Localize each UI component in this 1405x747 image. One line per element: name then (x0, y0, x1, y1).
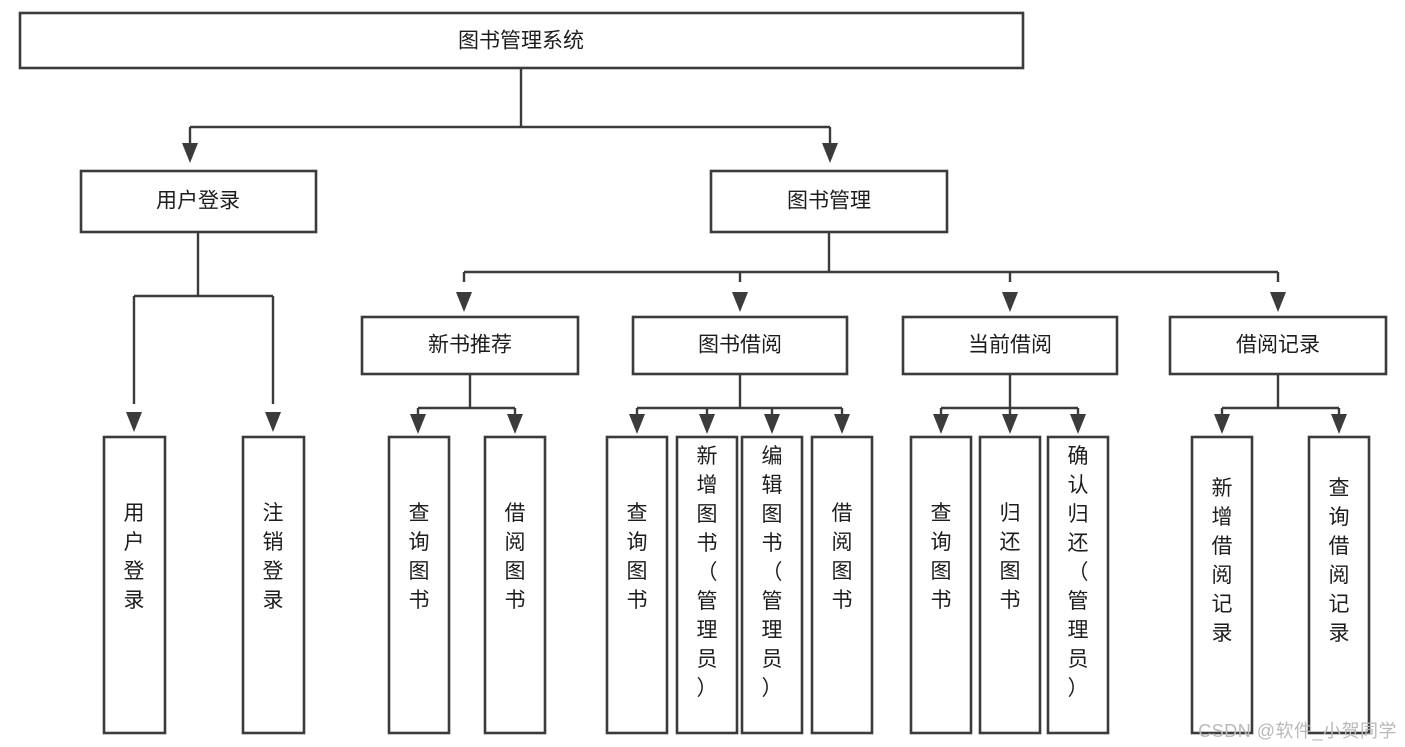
arrow-to-leaf-borrow-book-1 (507, 414, 523, 434)
connector-group-user-login (126, 232, 281, 432)
arrow-to-leaf-borrow-book-2 (834, 414, 850, 434)
node-current-borrow-box[interactable] (901, 315, 1119, 376)
node-leaf-borrow-book-1-label: 借阅图书 (505, 502, 526, 612)
node-leaf-add-book[interactable]: 新增图书（管理员） (675, 435, 739, 735)
node-user-login-label: 用户登录 (156, 190, 240, 213)
node-leaf-query-book-2[interactable]: 查询图书 (605, 435, 669, 735)
node-borrow-record-label: 借阅记录 (1236, 334, 1320, 357)
arrow-to-leaf-query-book-1 (410, 414, 426, 434)
node-leaf-confirm-return[interactable]: 确认归还（管理员） (1046, 435, 1110, 735)
node-current-borrow-label: 当前借阅 (968, 334, 1052, 357)
node-user-login[interactable]: 用户登录 (79, 169, 318, 234)
csdn-watermark: CSDN @软件_小贺同学 (1198, 721, 1397, 741)
node-new-book-recommend-box[interactable] (360, 315, 580, 376)
connector-group-borrow-record (1214, 374, 1347, 434)
node-leaf-borrow-book-2[interactable]: 借阅图书 (810, 435, 874, 735)
node-leaf-query-book-1-box[interactable] (387, 435, 451, 735)
arrow-to-leaf-logout-login (265, 412, 281, 432)
node-leaf-return-book-box[interactable] (978, 435, 1042, 735)
arrow-to-leaf-query-book-3 (933, 414, 949, 434)
node-book-borrow-label: 图书借阅 (698, 334, 782, 357)
node-leaf-confirm-return-box[interactable] (1046, 435, 1110, 735)
node-leaf-edit-book-box[interactable] (740, 435, 804, 735)
connector-group-book-borrow (629, 374, 850, 434)
node-borrow-record[interactable]: 借阅记录 (1168, 315, 1388, 376)
arrow-to-leaf-user-login (126, 412, 142, 432)
node-leaf-logout-login-label: 注销登录 (263, 502, 284, 612)
node-leaf-user-login[interactable]: 用户登录 (102, 435, 167, 735)
node-leaf-query-record[interactable]: 查询借阅记录 (1307, 435, 1371, 735)
node-root-box[interactable] (18, 11, 1025, 70)
node-root[interactable]: 图书管理系统 (18, 11, 1025, 70)
arrow-to-leaf-query-record (1331, 414, 1347, 434)
node-new-book-recommend[interactable]: 新书推荐 (360, 315, 580, 376)
node-root-label: 图书管理系统 (458, 30, 584, 53)
arrow-to-borrow-record (1270, 292, 1286, 312)
node-leaf-query-record-label: 查询借阅记录 (1329, 477, 1350, 645)
node-book-borrow-box[interactable] (631, 315, 849, 376)
node-leaf-edit-book[interactable]: 编辑图书（管理员） (740, 435, 804, 735)
arrow-to-book-borrow (732, 292, 748, 312)
node-leaf-add-record-box[interactable] (1190, 435, 1254, 735)
node-leaf-borrow-book-2-label: 借阅图书 (832, 502, 853, 612)
node-book-management-label: 图书管理 (787, 190, 871, 213)
node-current-borrow[interactable]: 当前借阅 (901, 315, 1119, 376)
node-leaf-user-login-label: 用户登录 (124, 502, 145, 612)
connector-group-current-borrow (933, 374, 1086, 434)
node-leaf-query-book-2-label: 查询图书 (627, 502, 648, 612)
node-leaf-query-book-2-box[interactable] (605, 435, 669, 735)
arrow-to-new-book-recommend (456, 292, 472, 312)
node-leaf-add-book-label: 新增图书（管理员） (697, 445, 718, 700)
node-leaf-borrow-book-2-box[interactable] (810, 435, 874, 735)
node-leaf-add-record[interactable]: 新增借阅记录 (1190, 435, 1254, 735)
node-new-book-recommend-label: 新书推荐 (428, 334, 512, 357)
node-leaf-logout-login[interactable]: 注销登录 (241, 435, 306, 735)
node-leaf-user-login-box[interactable] (102, 435, 167, 735)
connector-group-root (182, 68, 838, 163)
node-user-login-box[interactable] (79, 169, 318, 234)
arrow-to-leaf-return-book (1002, 414, 1018, 434)
node-book-management-box[interactable] (709, 169, 949, 234)
arrow-to-leaf-add-record (1214, 414, 1230, 434)
node-leaf-add-book-box[interactable] (675, 435, 739, 735)
node-leaf-query-book-3[interactable]: 查询图书 (909, 435, 973, 735)
node-leaf-edit-book-label: 编辑图书（管理员） (762, 445, 783, 700)
connector-group-new-book-recommend (410, 374, 523, 434)
arrow-to-leaf-confirm-return (1070, 414, 1086, 434)
node-leaf-logout-login-box[interactable] (241, 435, 306, 735)
arrow-to-leaf-edit-book (764, 414, 780, 434)
node-leaf-return-book-label: 归还图书 (1000, 502, 1021, 612)
node-leaf-return-book[interactable]: 归还图书 (978, 435, 1042, 735)
connector-group-book-management (456, 232, 1286, 312)
arrow-to-leaf-add-book (699, 414, 715, 434)
node-leaf-query-book-3-label: 查询图书 (931, 502, 952, 612)
node-leaf-add-record-label: 新增借阅记录 (1212, 477, 1233, 645)
node-leaf-query-book-3-box[interactable] (909, 435, 973, 735)
node-book-borrow[interactable]: 图书借阅 (631, 315, 849, 376)
arrow-to-leaf-query-book-2 (629, 414, 645, 434)
node-book-management[interactable]: 图书管理 (709, 169, 949, 234)
node-leaf-query-book-1-label: 查询图书 (409, 502, 430, 612)
node-leaf-query-record-box[interactable] (1307, 435, 1371, 735)
node-leaf-borrow-book-1[interactable]: 借阅图书 (483, 435, 547, 735)
node-leaf-query-book-1[interactable]: 查询图书 (387, 435, 451, 735)
node-leaf-confirm-return-label: 确认归还（管理员） (1068, 445, 1089, 700)
arrow-to-current-borrow (1002, 292, 1018, 312)
node-leaf-borrow-book-1-box[interactable] (483, 435, 547, 735)
node-borrow-record-box[interactable] (1168, 315, 1388, 376)
